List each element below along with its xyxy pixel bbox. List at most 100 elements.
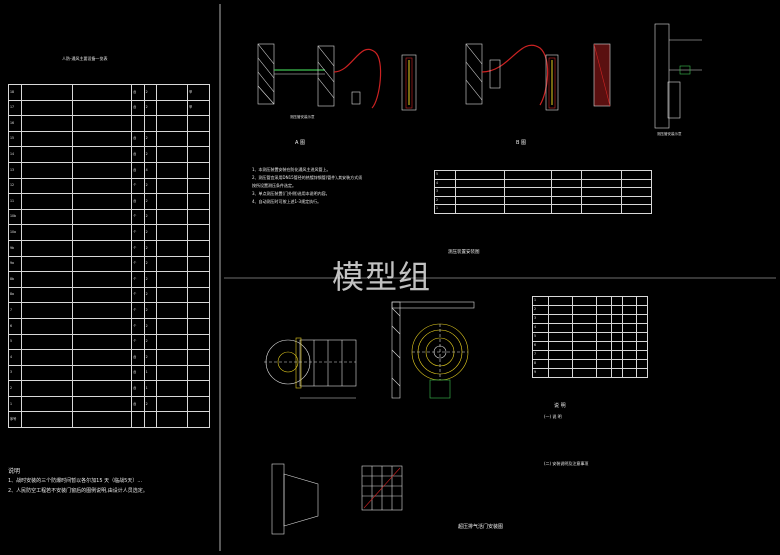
equipment-table-cell: 个 [131,302,145,319]
measure-table-cell: 4 [433,178,457,188]
parts-table-cell [635,323,649,333]
measure-table-cell [455,195,505,205]
a-note-4: 3、单点测压装置(门外侧)选用本说明内容。 [252,191,330,196]
equipment-table-cell [72,115,133,132]
bottom-title: 超压排气活门安装图 [458,523,503,530]
equipment-table-cell [156,286,189,304]
equipment-table-cell [156,99,189,117]
equipment-table-cell: 12 [8,177,22,195]
equipment-table-cell [187,224,210,241]
parts-table-cell [548,332,574,342]
a-note-5: 4、自动测压时可按上述1-3规定执行。 [252,199,322,204]
measure-table-cell [581,170,622,180]
equipment-table-cell: 10b [8,208,22,226]
equipment-table-cell: 个 [131,208,145,226]
equipment-table-cell [72,84,133,101]
measure-table-cell [504,170,552,180]
b-view-label: B 图 [516,140,526,146]
equipment-table-cell [187,193,210,210]
mid-table-title: 测压装置安装图 [448,250,480,255]
equipment-table-cell [20,271,74,288]
parts-table-cell [596,314,612,324]
parts-table-cell [621,368,637,378]
equipment-table-cell: 1 [143,380,158,397]
measure-table-cell [550,170,583,180]
parts-table-row: 2 [531,305,649,315]
equipment-table-cell: 9b [8,239,22,257]
parts-table-cell [610,341,623,351]
equipment-table-cell: 3 [8,364,22,382]
equipment-table-cell [156,161,189,179]
equipment-table-cell: 2 [143,84,158,101]
measure-table-cell [620,204,653,214]
equipment-table-cell [156,193,189,210]
equipment-table-cell: 2 [143,302,158,319]
equipment-table-cell [156,302,189,319]
measure-table-cell [550,195,583,205]
equipment-table-cell [156,271,189,288]
bottom-details [271,463,403,535]
equipment-table-cell [72,224,133,241]
equipment-table-cell [20,364,74,382]
parts-table-cell [610,332,623,342]
left-table-title: 人防-通风主要设备一览表 [62,56,108,61]
equipment-table-cell [20,239,74,257]
equipment-table-cell: 6 [8,317,22,335]
measure-table-cell [581,187,622,197]
equipment-table-cell: 台 [131,364,145,382]
equipment-table-cell [72,146,133,163]
parts-table-cell [621,332,637,342]
equipment-table-cell [20,286,74,304]
measure-table-cell [504,178,552,188]
equipment-table-cell: 8b [8,271,22,288]
equipment-table-cell [187,380,210,397]
equipment-table-cell [20,255,74,273]
equipment-table-cell [20,99,74,117]
equipment-table-cell: 7 [8,302,22,319]
parts-table-cell [621,296,637,306]
equipment-table-cell [187,239,210,257]
parts-table-cell [572,314,598,324]
equipment-table-cell [156,115,189,132]
equipment-table-cell: 13 [8,161,22,179]
parts-table-cell [635,296,649,306]
equipment-table-cell: 个 [131,255,145,273]
parts-table-cell [610,368,623,378]
parts-table-cell [621,350,637,360]
equipment-table-cell: 2 [143,349,158,366]
parts-table-cell: 6 [531,341,550,351]
a-note-2: 2、测压管宜采用DN15管径的热镀锌钢管(管件),其安装方式须 [252,175,363,180]
equipment-table-cell: 1 [8,395,22,413]
equipment-table-cell [156,411,189,429]
equipment-table-cell [72,130,133,148]
parts-table-cell [610,305,623,315]
equipment-table-cell [131,115,145,132]
lower-notes-title: 说 明 [554,403,566,409]
equipment-table-cell: 2 [143,224,158,241]
equipment-table-cell: 2 [143,193,158,210]
equipment-table-cell: 台 [131,380,145,397]
equipment-table-cell [20,333,74,351]
equipment-table-cell: 2 [143,130,158,148]
lower-notes-sub2: (二) 安装说明及注意事项 [544,461,589,466]
equipment-table-cell [187,115,210,132]
equipment-table-cell [72,411,133,429]
equipment-table-cell [72,333,133,351]
measure-table-cell [504,187,552,197]
measure-table-cell: 1 [433,204,457,214]
equipment-table-cell: 14 [8,146,22,163]
parts-table-cell [596,359,612,369]
equipment-table-cell [20,317,74,335]
equipment-table-cell [156,224,189,241]
valve-front-view [391,301,475,399]
equipment-table-cell: 个 [131,333,145,351]
a-note-1: 1、本测压装置安装在防化通风主进风管上。 [252,167,331,172]
equipment-table-cell: 个 [131,177,145,195]
equipment-table-cell: 台 [131,193,145,210]
